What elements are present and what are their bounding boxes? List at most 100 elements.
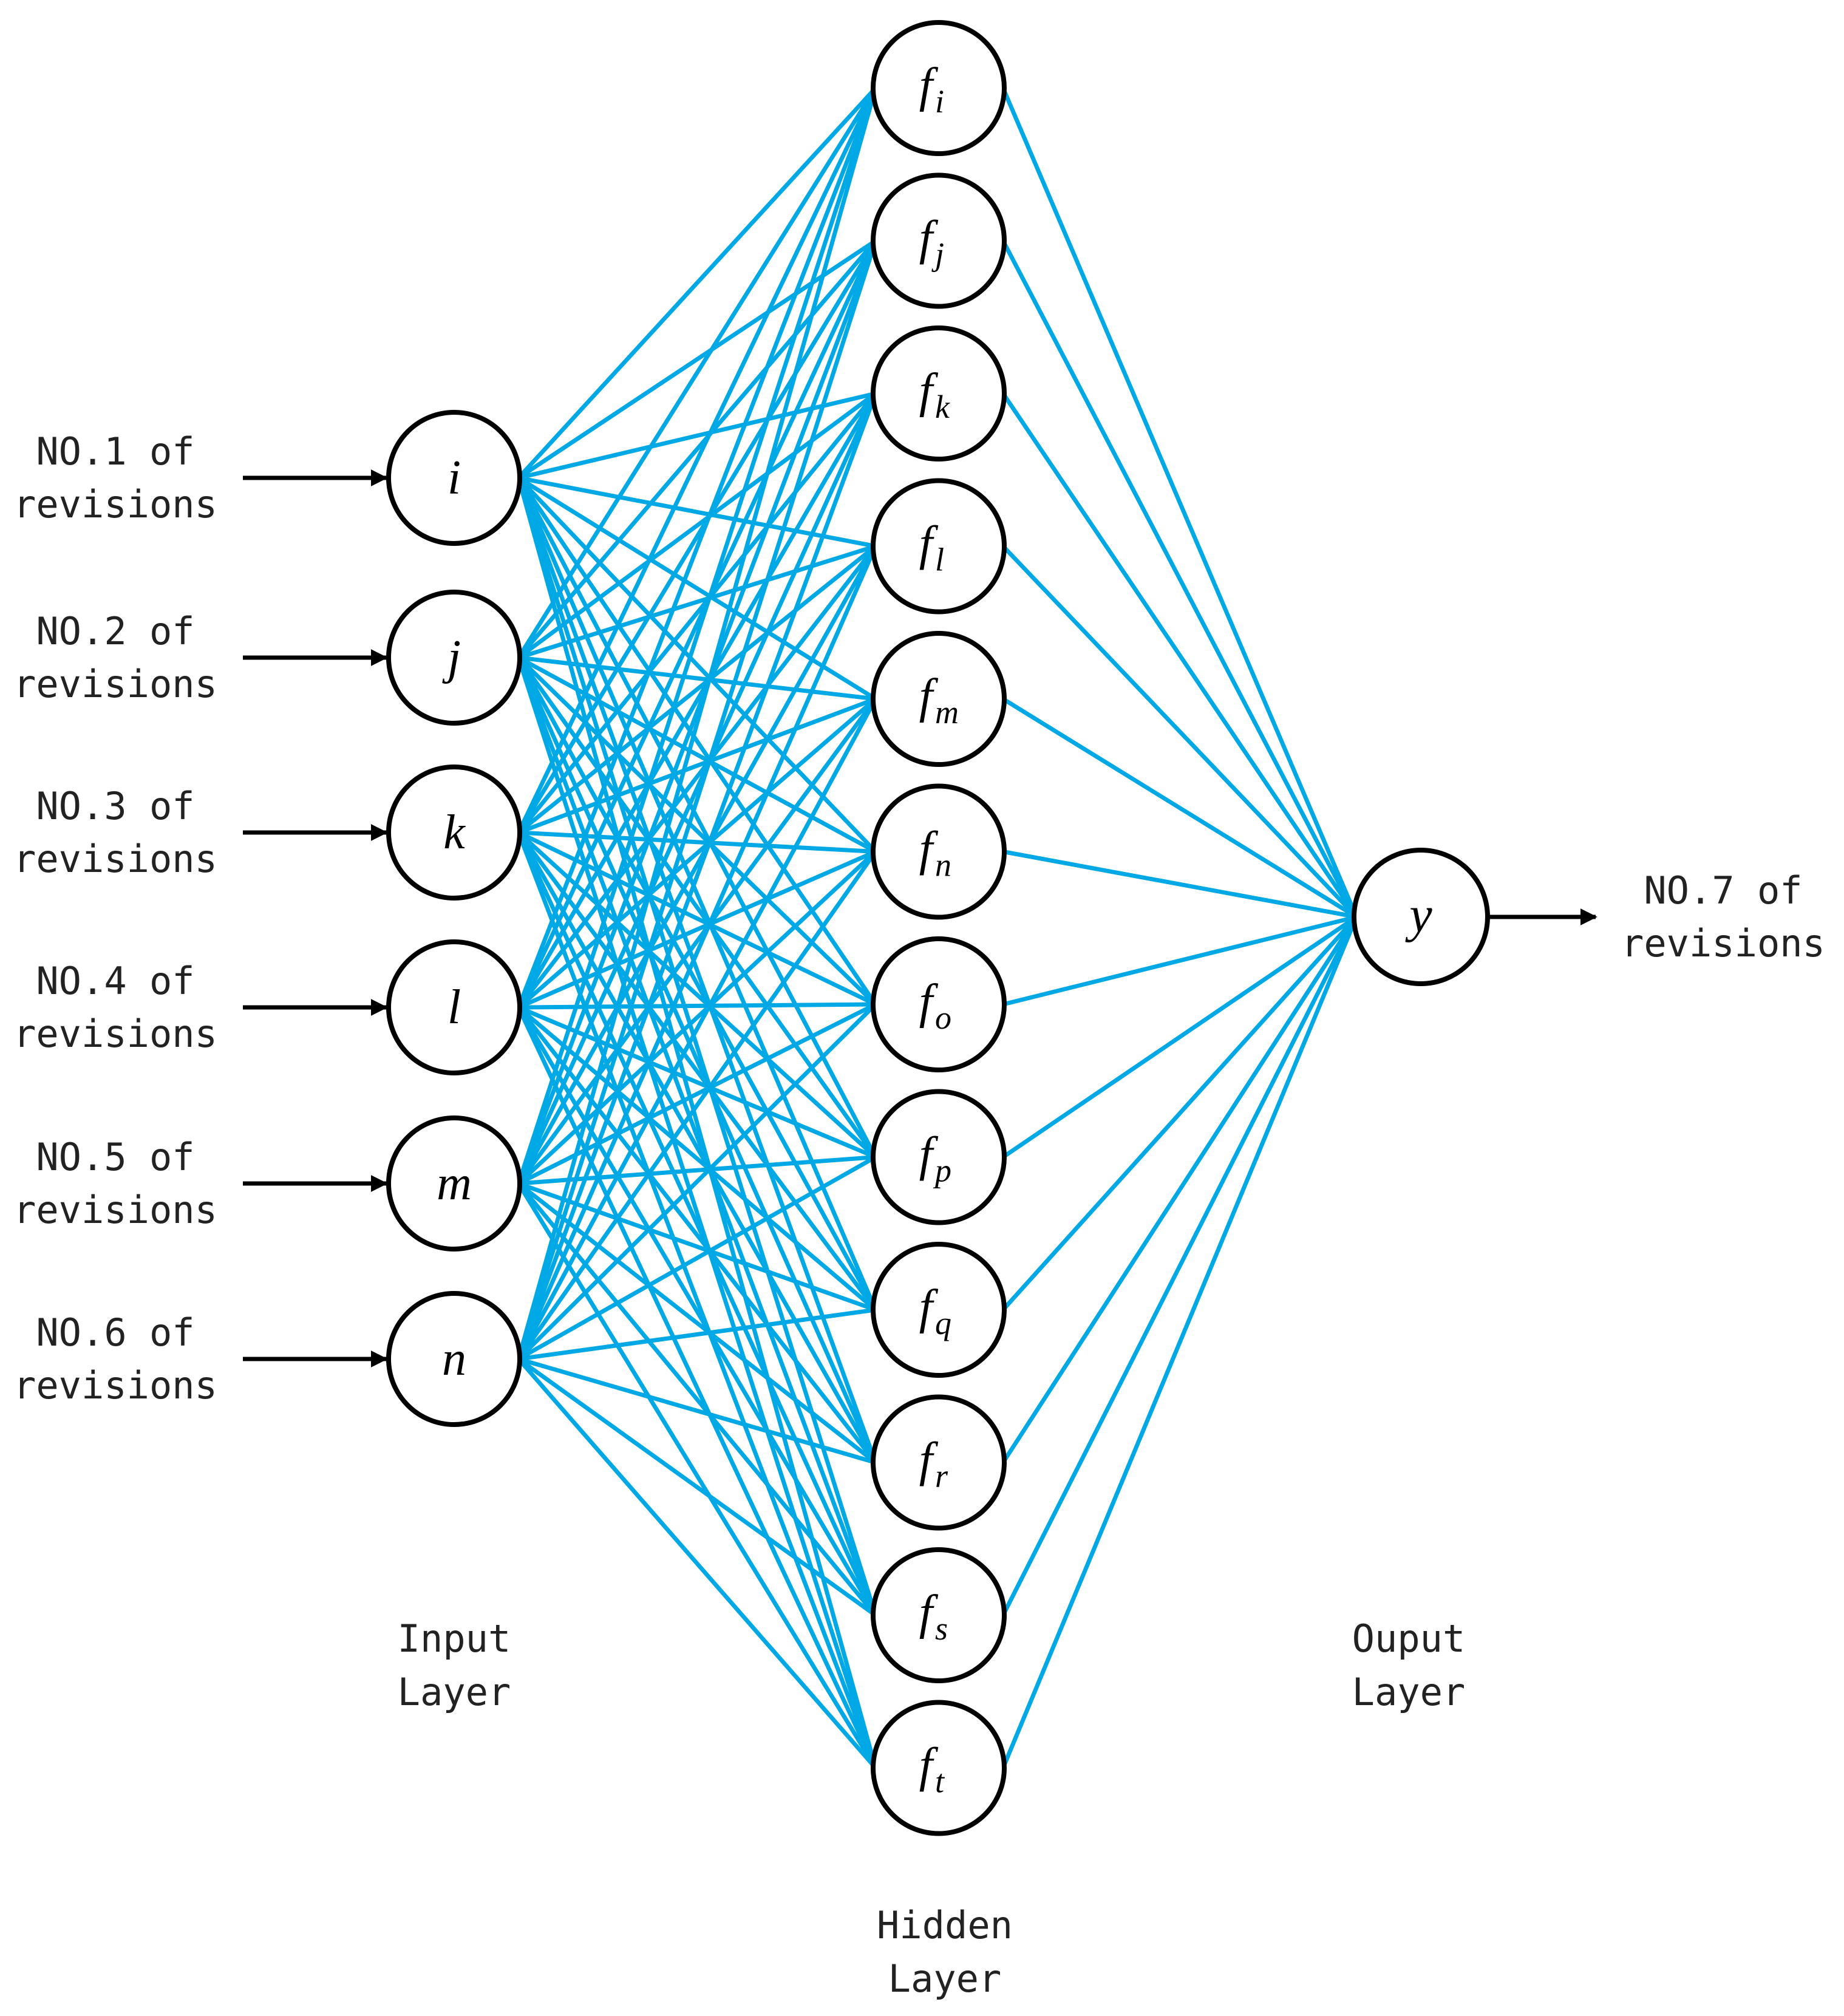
input-node-k: k [386, 765, 522, 901]
connection-j-to-fl [517, 544, 877, 660]
output-node-label-y: y [1404, 887, 1432, 943]
connection-i-to-ft [516, 477, 878, 1769]
connection-l-to-fn [517, 850, 877, 1010]
connection-k-to-fr [516, 831, 878, 1464]
connection-k-to-fs [516, 831, 878, 1616]
connection-l-to-ft [516, 1006, 878, 1769]
input-node-label-l: l [447, 981, 461, 1034]
connection-m-to-fi [516, 87, 878, 1185]
connection-j-to-fs [516, 656, 878, 1616]
connection-l-to-fo [518, 1002, 876, 1010]
hidden-to-output-connections [1001, 87, 1359, 1769]
connection-l-to-fq [517, 1006, 877, 1312]
connection-fi-to-y [1001, 87, 1359, 918]
connection-m-to-fq [517, 1181, 877, 1312]
input-label-line2-k: revisions [13, 837, 217, 881]
connection-j-to-fp [517, 656, 877, 1159]
hidden-node-sub-fp: p [933, 1153, 951, 1189]
hidden-node-sub-fl: l [935, 542, 944, 578]
connection-m-to-fm [517, 697, 877, 1185]
input-node-m: m [386, 1115, 522, 1251]
input-label-line2-n: revisions [13, 1363, 217, 1408]
hidden-node-sub-ft: t [935, 1763, 945, 1800]
connection-i-to-fl [518, 475, 876, 548]
connection-fp-to-y [1002, 915, 1358, 1159]
input-node-label-n: n [442, 1332, 466, 1386]
connection-n-to-fs [517, 1357, 877, 1617]
hidden-node-sub-fr: r [935, 1458, 948, 1494]
connection-k-to-fn [518, 830, 876, 854]
connection-l-to-fi [516, 87, 878, 1009]
connection-fo-to-y [1002, 914, 1357, 1007]
hidden-node-circle-fi [871, 20, 1007, 156]
input-label-line1-m: NO.5 of [36, 1135, 194, 1179]
hidden-node-sub-fk: k [935, 389, 950, 425]
input-label-line1-i: NO.1 of [36, 429, 194, 474]
input-label-line2-m: revisions [13, 1188, 217, 1232]
connection-fs-to-y [1001, 916, 1359, 1616]
connection-j-to-fr [516, 656, 878, 1463]
connection-l-to-fk [516, 392, 878, 1009]
connection-l-to-fs [516, 1006, 878, 1616]
connection-k-to-fl [517, 544, 877, 834]
input-label-line1-k: NO.3 of [36, 784, 194, 828]
input-label-line1-l: NO.4 of [36, 959, 194, 1003]
hidden-node-sub-fm: m [935, 694, 959, 730]
input-node-circle-k [386, 765, 522, 901]
hidden-node-circle-fp [871, 1089, 1007, 1225]
connection-fm-to-y [1002, 697, 1358, 919]
connection-j-to-fk [517, 392, 877, 659]
output-label-line2: revisions [1621, 921, 1825, 965]
hidden-node-circle-ft [871, 1700, 1007, 1836]
connection-i-to-fk [518, 391, 876, 480]
connection-k-to-ft [516, 831, 878, 1769]
connection-k-to-fq [517, 831, 877, 1312]
input-node-n: n [386, 1291, 522, 1427]
hidden-layer-title-line1: Hidden [877, 1903, 1013, 1947]
connection-j-to-fn [517, 655, 877, 854]
input-layer-title-line2: Layer [398, 1670, 511, 1714]
input-to-hidden-connections [516, 86, 878, 1769]
input-node-i: i [386, 410, 522, 546]
hidden-node-sub-fo: o [935, 999, 951, 1036]
connection-j-to-ft [516, 656, 878, 1769]
hidden-node-circle-fl [871, 478, 1007, 615]
connection-i-to-fm [517, 476, 877, 701]
hidden-node-circle-fs [871, 1547, 1007, 1683]
hidden-node-sub-fi: i [935, 83, 944, 120]
hidden-node-circle-fj [871, 172, 1007, 309]
connection-m-to-fk [516, 392, 878, 1185]
connection-m-to-fs [517, 1182, 877, 1617]
input-node-label-m: m [437, 1157, 472, 1210]
hidden-node-circle-fk [871, 325, 1007, 461]
connection-n-to-fo [517, 1003, 877, 1361]
connection-fj-to-y [1001, 239, 1359, 918]
connection-fq-to-y [1001, 915, 1358, 1312]
input-label-line1-n: NO.6 of [36, 1310, 194, 1355]
input-node-circle-i [386, 410, 522, 546]
hidden-node-circle-fo [871, 936, 1007, 1072]
input-node-l: l [386, 939, 522, 1075]
connection-l-to-fm [517, 697, 877, 1009]
hidden-node-circle-fr [871, 1394, 1007, 1531]
connection-m-to-ft [517, 1182, 877, 1769]
input-label-line2-l: revisions [13, 1012, 217, 1056]
input-node-circle-m [386, 1115, 522, 1251]
connection-n-to-fi [516, 87, 878, 1360]
connection-j-to-fi [517, 87, 877, 659]
input-layer-title-line1: Input [398, 1616, 511, 1661]
connection-k-to-fm [517, 696, 877, 835]
input-label-line2-j: revisions [13, 662, 217, 706]
input-arrows [243, 469, 388, 1367]
